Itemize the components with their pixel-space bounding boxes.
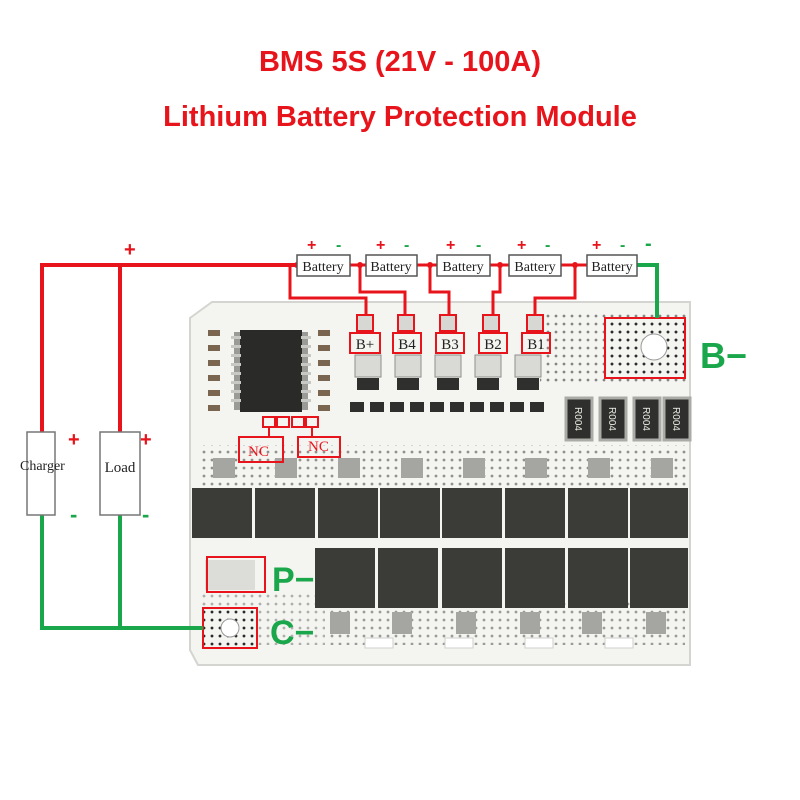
- charger-plus: +: [68, 429, 80, 451]
- nc-label-left: NC: [248, 444, 269, 460]
- p-minus-label: P−: [272, 561, 315, 599]
- pad-label-b-plus: B+: [356, 337, 374, 353]
- battery-plus-2: +: [376, 237, 385, 254]
- pad-label-b3: B3: [441, 337, 459, 353]
- load-label: Load: [105, 460, 136, 476]
- smd-components: [208, 330, 330, 411]
- pad-label-b4: B4: [398, 337, 416, 353]
- battery-label-3: Battery: [442, 260, 483, 275]
- c-minus-label: C−: [270, 614, 314, 652]
- battery-plus-4: +: [517, 237, 526, 254]
- b-minus-pad: [604, 317, 686, 379]
- battery-label-4: Battery: [514, 260, 555, 275]
- balance-pads: B+ B4 B3 B2 B1: [349, 314, 551, 354]
- resistor-marking: R004: [572, 407, 583, 431]
- positive-wire: [40, 263, 297, 432]
- charger-minus: -: [70, 502, 77, 527]
- pad-label-b2: B2: [484, 337, 502, 353]
- battery-minus-2: -: [404, 237, 409, 254]
- nc-label-right: NC: [308, 439, 329, 455]
- battery-label-5: Battery: [591, 260, 632, 275]
- negative-wire: [40, 263, 659, 630]
- battery-minus-5: -: [620, 237, 625, 254]
- pad-label-b1: B1: [527, 337, 545, 353]
- battery-minus-4: -: [545, 237, 550, 254]
- battery-plus-3: +: [446, 237, 455, 254]
- p-minus-pad: [205, 556, 266, 593]
- pack-minus-marker: -: [645, 233, 652, 255]
- load-plus: +: [140, 429, 152, 451]
- charger-box: Charger + -: [20, 429, 80, 527]
- ic-chip: [231, 330, 311, 412]
- b-minus-label: B−: [700, 335, 747, 376]
- battery-label-2: Battery: [370, 260, 411, 275]
- module-subtitle: Lithium Battery Protection Module: [163, 101, 637, 133]
- battery-junction-dots: [294, 262, 578, 268]
- battery-cells: Battery Battery Battery Battery Battery …: [296, 233, 652, 277]
- battery-plus-1: +: [307, 237, 316, 254]
- load-minus: -: [142, 502, 149, 527]
- load-box: Load + -: [99, 429, 152, 527]
- resistor-marking: R004: [640, 407, 651, 431]
- nc-pads: NC NC: [238, 416, 341, 463]
- resistor-marking: R004: [606, 407, 617, 431]
- terminal-labels: B− P− C−: [270, 335, 747, 652]
- battery-label-1: Battery: [302, 260, 343, 275]
- battery-plus-5: +: [592, 237, 601, 254]
- rail-plus-marker: +: [124, 239, 136, 261]
- mosfet-row-top: [192, 458, 688, 538]
- c-minus-pad: [202, 607, 258, 649]
- resistor-marking: R004: [670, 407, 681, 431]
- module-title: BMS 5S (21V - 100A): [258, 46, 542, 78]
- charger-label: Charger: [20, 459, 65, 474]
- battery-minus-3: -: [476, 237, 481, 254]
- mosfet-row-bottom: [315, 548, 688, 634]
- shunt-resistors: R004 R004 R004 R004: [564, 396, 692, 442]
- balance-components: [350, 354, 544, 412]
- battery-minus-1: -: [336, 237, 341, 254]
